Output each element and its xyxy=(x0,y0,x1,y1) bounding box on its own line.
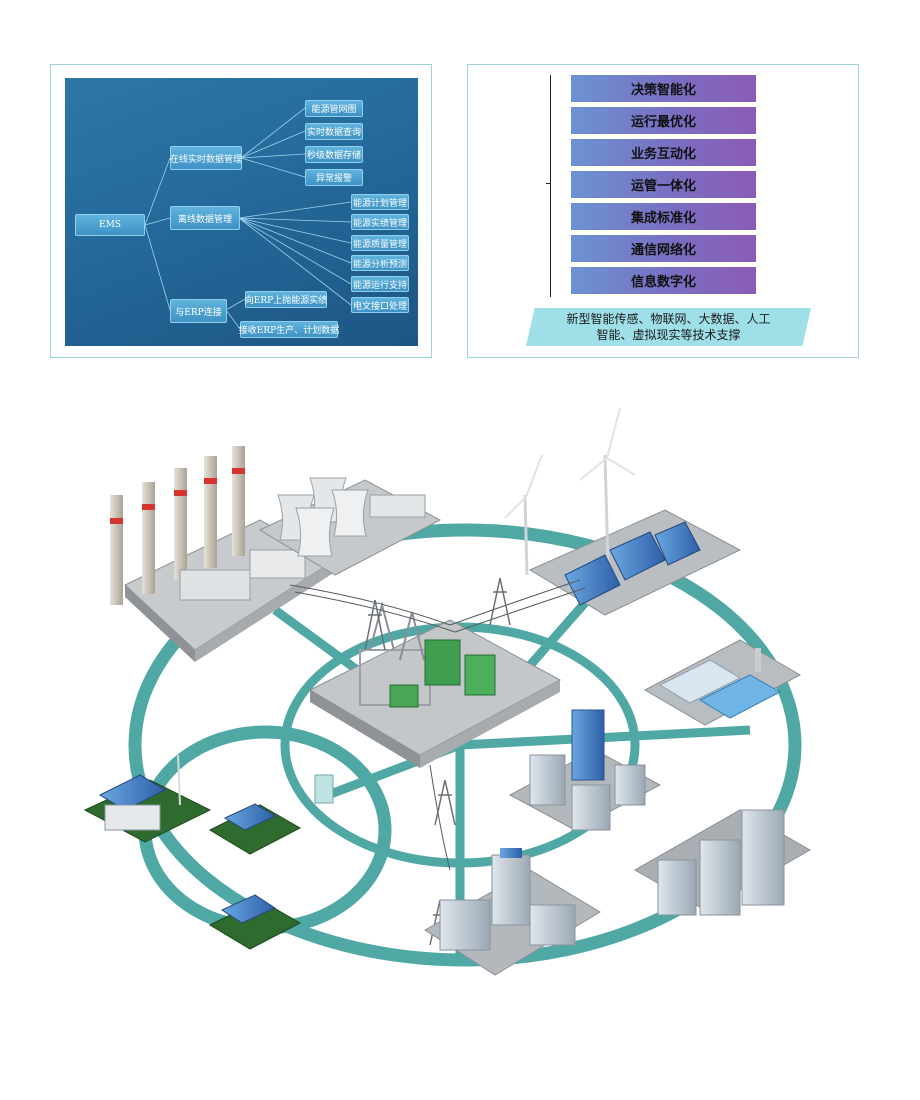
layer-communication: 通信网络化 xyxy=(571,235,756,262)
smart-layer-stack-panel: 决策智能化 运行最优化 业务互动化 运管一体化 集成标准化 通信网络化 信息数字… xyxy=(467,64,859,358)
layer-integration: 集成标准化 xyxy=(571,203,756,230)
ems-leaf-pipeline-map: 能源管网图 xyxy=(305,100,363,117)
layer-business: 业务互动化 xyxy=(571,139,756,166)
layer-operation: 运行最优化 xyxy=(571,107,756,134)
ems-branch-offline: 离线数据管理 xyxy=(170,206,240,230)
ems-leaf-quality-mgmt: 能源质量管理 xyxy=(351,235,409,251)
ems-leaf-analysis-forecast: 能源分析预测 xyxy=(351,255,409,271)
ems-diagram-canvas: EMS 在线实时数据管理 离线数据管理 与ERP连接 能源管网图 实时数据查询 … xyxy=(65,78,418,346)
ems-leaf-erp-receive: 接收ERP生产、计划数据 xyxy=(239,321,339,338)
office-towers xyxy=(633,809,812,916)
wind-solar-farm xyxy=(504,407,742,616)
cooling-towers xyxy=(258,477,442,576)
ems-leaf-plan-mgmt: 能源计划管理 xyxy=(351,194,409,210)
layer-information: 信息数字化 xyxy=(571,267,756,294)
ems-leaf-realtime-query: 实时数据查询 xyxy=(305,123,363,140)
residential-blocks xyxy=(424,848,601,976)
ems-root-node: EMS xyxy=(75,214,145,236)
ems-branch-erp: 与ERP连接 xyxy=(170,299,227,323)
stack-bracket xyxy=(550,75,551,297)
commercial-buildings xyxy=(508,709,662,831)
solar-houses xyxy=(83,754,302,950)
relay-cabinet xyxy=(314,774,334,804)
industrial-factory xyxy=(643,639,802,726)
ems-leaf-second-storage: 秒级数据存储 xyxy=(305,146,363,163)
ems-leaf-telegram-interface: 电文接口处理 xyxy=(351,297,409,313)
tech-support-line-2: 智能、虚拟现实等技术支撑 xyxy=(596,328,741,342)
layer-management: 运管一体化 xyxy=(571,171,756,198)
stack-bracket-tick xyxy=(546,183,551,184)
central-substation xyxy=(308,601,562,768)
layer-decision: 决策智能化 xyxy=(571,75,756,102)
smart-grid-illustration xyxy=(83,407,812,976)
ems-leaf-actual-mgmt: 能源实绩管理 xyxy=(351,214,409,230)
coal-power-plant xyxy=(110,446,336,662)
tech-support-line-1: 新型智能传感、物联网、大数据、人工 xyxy=(566,312,771,326)
ems-connector-lines xyxy=(144,107,352,330)
ems-diagram-panel: EMS 在线实时数据管理 离线数据管理 与ERP连接 能源管网图 实时数据查询 … xyxy=(50,64,432,358)
tech-support-banner: 新型智能传感、物联网、大数据、人工 智能、虚拟现实等技术支撑 xyxy=(526,308,811,346)
ems-leaf-operation-support: 能源运行支持 xyxy=(351,276,409,292)
ems-leaf-erp-upload: 向ERP上抛能源实绩 xyxy=(245,291,327,308)
ems-leaf-alarm: 异常报警 xyxy=(305,169,363,186)
ems-branch-online: 在线实时数据管理 xyxy=(170,146,242,170)
